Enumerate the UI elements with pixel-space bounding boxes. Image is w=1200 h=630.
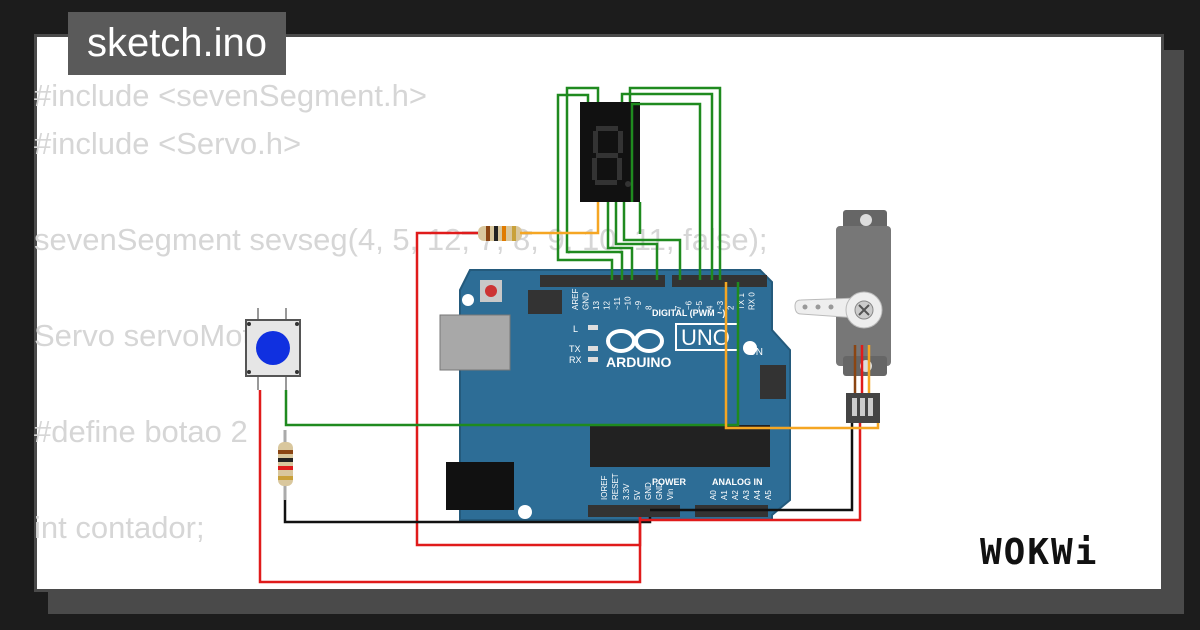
- pin-label: IOREF: [600, 475, 609, 500]
- pin-label: 5V: [633, 490, 642, 500]
- pin-label: ~9: [634, 300, 643, 310]
- seven-segment-icon[interactable]: [580, 102, 640, 202]
- arduino-uno-board[interactable]: ARDUINO UNO ON L TX RX DIGITAL (PWM ~) P…: [439, 269, 791, 521]
- pin-label: A1: [720, 490, 729, 500]
- pin-label: A2: [731, 490, 740, 500]
- code-line: #include <sevenSegment.h>: [34, 78, 427, 113]
- power-label: POWER: [652, 477, 687, 487]
- pin-label: Vin: [666, 489, 675, 500]
- digital-label: DIGITAL (PWM ~): [652, 308, 725, 318]
- pin-label: 12: [603, 301, 612, 310]
- pin-label: A3: [742, 490, 751, 500]
- led-rx-label: RX: [569, 355, 582, 365]
- code-preview: #include <sevenSegment.h> #include <Servo…: [34, 72, 768, 552]
- pin-label: ~3: [716, 300, 725, 310]
- pin-label: 8: [645, 305, 654, 310]
- pin-label: ~6: [685, 300, 694, 310]
- pin-label: GND: [582, 292, 591, 310]
- pin-label: ~10: [624, 296, 633, 310]
- on-label: ON: [748, 347, 763, 358]
- analog-label: ANALOG IN: [712, 477, 763, 487]
- pin-label: ~5: [695, 300, 704, 310]
- digital-header-left: [540, 275, 665, 287]
- pin-label: A0: [709, 490, 718, 500]
- power-jack: [446, 462, 514, 510]
- pushbutton-icon[interactable]: [245, 308, 301, 390]
- wokwi-logo: WOKWi: [980, 532, 1098, 573]
- power-header: [588, 505, 680, 517]
- atmega-chip: [590, 425, 770, 467]
- usb-port: [439, 314, 511, 371]
- code-line: #define botao 2: [34, 414, 248, 449]
- wokwi-wordmark: WOKWi: [980, 532, 1098, 573]
- led-tx-label: TX: [569, 344, 581, 354]
- wires: [258, 86, 880, 584]
- pin-label: 13: [592, 301, 601, 310]
- pin-label: A4: [753, 490, 762, 500]
- servo-icon[interactable]: [794, 210, 891, 423]
- pin-label: 4: [706, 305, 715, 310]
- resistor-left[interactable]: [278, 430, 293, 500]
- sketch-title[interactable]: sketch.ino: [68, 12, 286, 75]
- pin-label: ~11: [613, 296, 622, 310]
- pin-label: A5: [764, 490, 773, 500]
- pin-label: 3.3V: [622, 483, 631, 500]
- digital-header-right: [672, 275, 767, 287]
- pin-label: TX 1: [737, 293, 746, 310]
- pin-label: GND: [644, 482, 653, 500]
- pin-label: RX 0: [748, 292, 757, 310]
- arduino-logo-icon: [606, 329, 664, 353]
- pin-label: RESET: [611, 473, 620, 500]
- led-l-label: L: [573, 324, 578, 334]
- board-brand: ARDUINO: [606, 354, 671, 370]
- board-model: UNO: [681, 325, 730, 350]
- code-line: int contador;: [34, 510, 205, 545]
- pin-label: 2: [727, 305, 736, 310]
- code-line: #include <Servo.h>: [34, 126, 302, 161]
- pin-label: GND: [655, 482, 664, 500]
- pin-label: 7: [674, 305, 683, 310]
- pin-label: AREF: [571, 289, 580, 310]
